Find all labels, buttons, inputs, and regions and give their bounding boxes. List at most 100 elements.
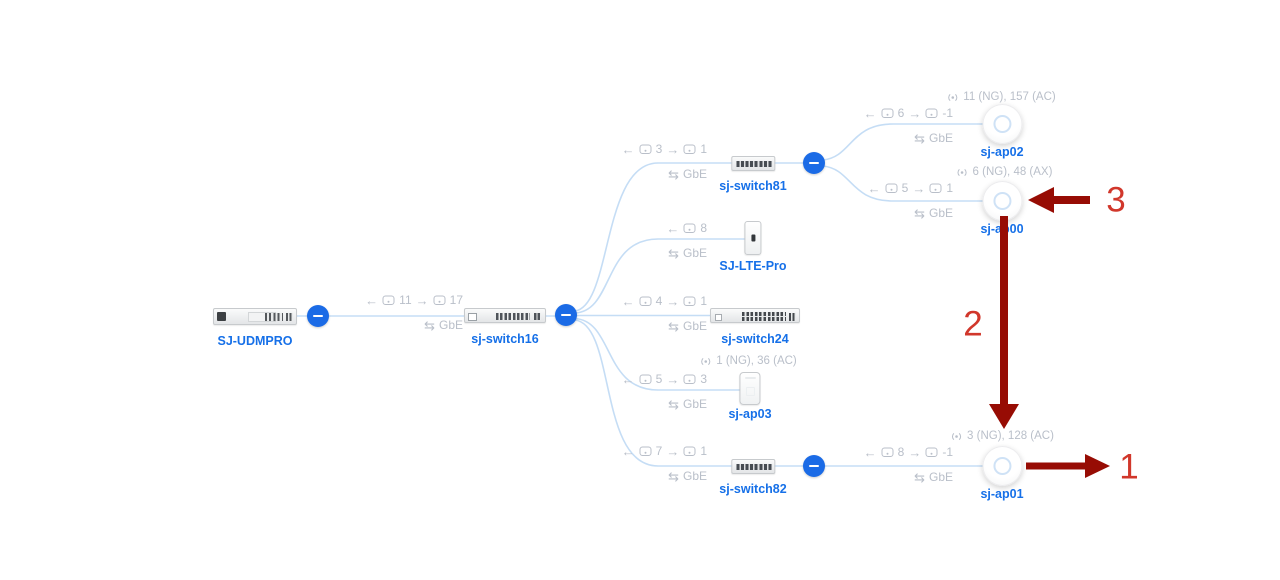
switch-image (730, 459, 775, 474)
duplex-icon: ⇆ (668, 166, 679, 182)
clients-icon (683, 223, 696, 233)
rx-count: 6 (897, 106, 905, 120)
link-client-counts: ← 11 → 17 (365, 293, 463, 307)
device-sj-lte-pro[interactable]: SJ-LTE-Pro (719, 221, 787, 273)
rx-count: 8 (897, 445, 905, 459)
ap-image (982, 446, 1022, 486)
collapse-button-switch82[interactable] (803, 455, 825, 477)
tx-arrow-icon: → (666, 141, 680, 157)
device-label: sj-ap02 (980, 145, 1024, 159)
link-speed: ⇆ GbE (914, 206, 953, 220)
link-client-counts: ← 5 → 3 (622, 372, 707, 386)
wifi-channel-text: 1 (NG), 36 (AC) (716, 355, 797, 367)
device-sj-ap01[interactable]: sj-ap01 (980, 446, 1024, 501)
clients-icon (683, 296, 696, 306)
tx-count: 3 (700, 372, 707, 386)
device-sj-ap00[interactable]: sj-ap00 (980, 181, 1024, 236)
inwall-ap-image (739, 372, 761, 405)
device-sj-ap02[interactable]: sj-ap02 (980, 104, 1024, 159)
tx-arrow-icon: → (415, 292, 429, 308)
rx-count: 5 (655, 372, 663, 386)
ap-ring (993, 457, 1011, 475)
link-label-switch81-ap00: ← 5 → 1 ⇆ GbE (868, 181, 953, 220)
minus-icon (809, 464, 819, 468)
device-sj-switch16[interactable]: sj-switch16 (464, 308, 546, 346)
switch-image (730, 156, 775, 171)
speed-text: GbE (438, 318, 463, 332)
link-speed: ⇆ GbE (668, 469, 707, 483)
link-client-counts: ← 4 → 1 (622, 294, 707, 308)
rx-arrow-icon: ← (867, 180, 881, 196)
rx-count: 11 (399, 293, 412, 307)
link-speed: ⇆ GbE (668, 319, 707, 333)
wifi-channel-icon (951, 432, 962, 440)
lte-image (744, 221, 762, 255)
link-label-switch16-switch82: ← 7 → 1 ⇆ GbE (622, 444, 707, 483)
link-label-switch16-ap03: ← 5 → 3 ⇆ GbE (622, 372, 707, 411)
minus-icon (313, 314, 323, 318)
collapse-button-switch16[interactable] (555, 304, 577, 326)
rx-arrow-icon: ← (621, 443, 635, 459)
collapse-button-udmpro[interactable] (307, 305, 329, 327)
device-sj-switch82[interactable]: sj-switch82 (719, 459, 787, 496)
tx-arrow-icon: → (666, 293, 680, 309)
rx-arrow-icon: ← (621, 371, 635, 387)
link-client-counts: ← 7 → 1 (622, 444, 707, 458)
annotation-arrow-1 (1026, 454, 1110, 478)
link-label-switch16-switch24: ← 4 → 1 ⇆ GbE (622, 294, 707, 333)
switch-port-divider (742, 316, 786, 317)
clients-icon (885, 183, 898, 193)
ap-image (982, 181, 1022, 221)
clients-icon (683, 374, 696, 384)
tx-arrow-icon: → (908, 105, 922, 121)
clients-icon (881, 447, 894, 457)
device-label: SJ-UDMPRO (217, 334, 293, 348)
wifi-channels-ap02: 11 (NG), 157 (AC) (946, 91, 1056, 103)
link-speed: ⇆ GbE (668, 397, 707, 411)
device-label: sj-switch24 (721, 332, 789, 346)
duplex-icon: ⇆ (668, 396, 679, 412)
link-client-counts: ← 3 → 1 (622, 142, 707, 156)
tx-count: -1 (942, 106, 953, 120)
link-speed: ⇆ GbE (914, 131, 953, 145)
wifi-channel-text: 6 (NG), 48 (AX) (972, 166, 1053, 178)
rx-count: 8 (700, 221, 707, 235)
device-label: sj-ap00 (980, 222, 1024, 236)
link-client-counts: ← 8 → -1 (864, 445, 953, 459)
link-client-counts: ← 8 (666, 221, 707, 235)
device-sj-udmpro[interactable]: SJ-UDMPRO (213, 308, 297, 348)
rx-arrow-icon: ← (365, 292, 379, 308)
link-label-udmpro-switch16: ← 11 → 17 ⇆ GbE (365, 293, 463, 332)
annotation-number-3: 3 (1106, 180, 1126, 220)
switch-image (464, 308, 546, 323)
clients-icon (925, 108, 938, 118)
link-client-counts: ← 5 → 1 (868, 181, 953, 195)
device-sj-switch81[interactable]: sj-switch81 (719, 156, 787, 193)
ap-image (982, 104, 1022, 144)
annotation-number-2: 2 (963, 304, 983, 344)
device-sj-switch24[interactable]: sj-switch24 (710, 308, 800, 346)
switch-ports (742, 312, 786, 321)
switch-image (710, 308, 800, 323)
lte-indicator (750, 234, 755, 242)
duplex-icon: ⇆ (914, 130, 925, 146)
collapse-button-switch81[interactable] (803, 152, 825, 174)
clients-icon (929, 183, 942, 193)
ap-ring (993, 115, 1011, 133)
wifi-channel-icon (957, 168, 967, 176)
annotation-number-1: 1 (1119, 447, 1139, 487)
annotation-arrow-3 (1028, 187, 1090, 213)
minus-icon (561, 313, 571, 317)
tx-count: 1 (700, 294, 707, 308)
device-sj-ap03[interactable]: sj-ap03 (728, 372, 772, 421)
switch-sfp-ports (789, 313, 796, 321)
speed-text: GbE (682, 167, 707, 181)
tx-arrow-icon: → (666, 443, 680, 459)
clients-icon (925, 447, 938, 457)
minus-icon (809, 161, 819, 165)
link-speed: ⇆ GbE (914, 470, 953, 484)
device-label: sj-ap01 (980, 487, 1024, 501)
rx-arrow-icon: ← (621, 293, 635, 309)
